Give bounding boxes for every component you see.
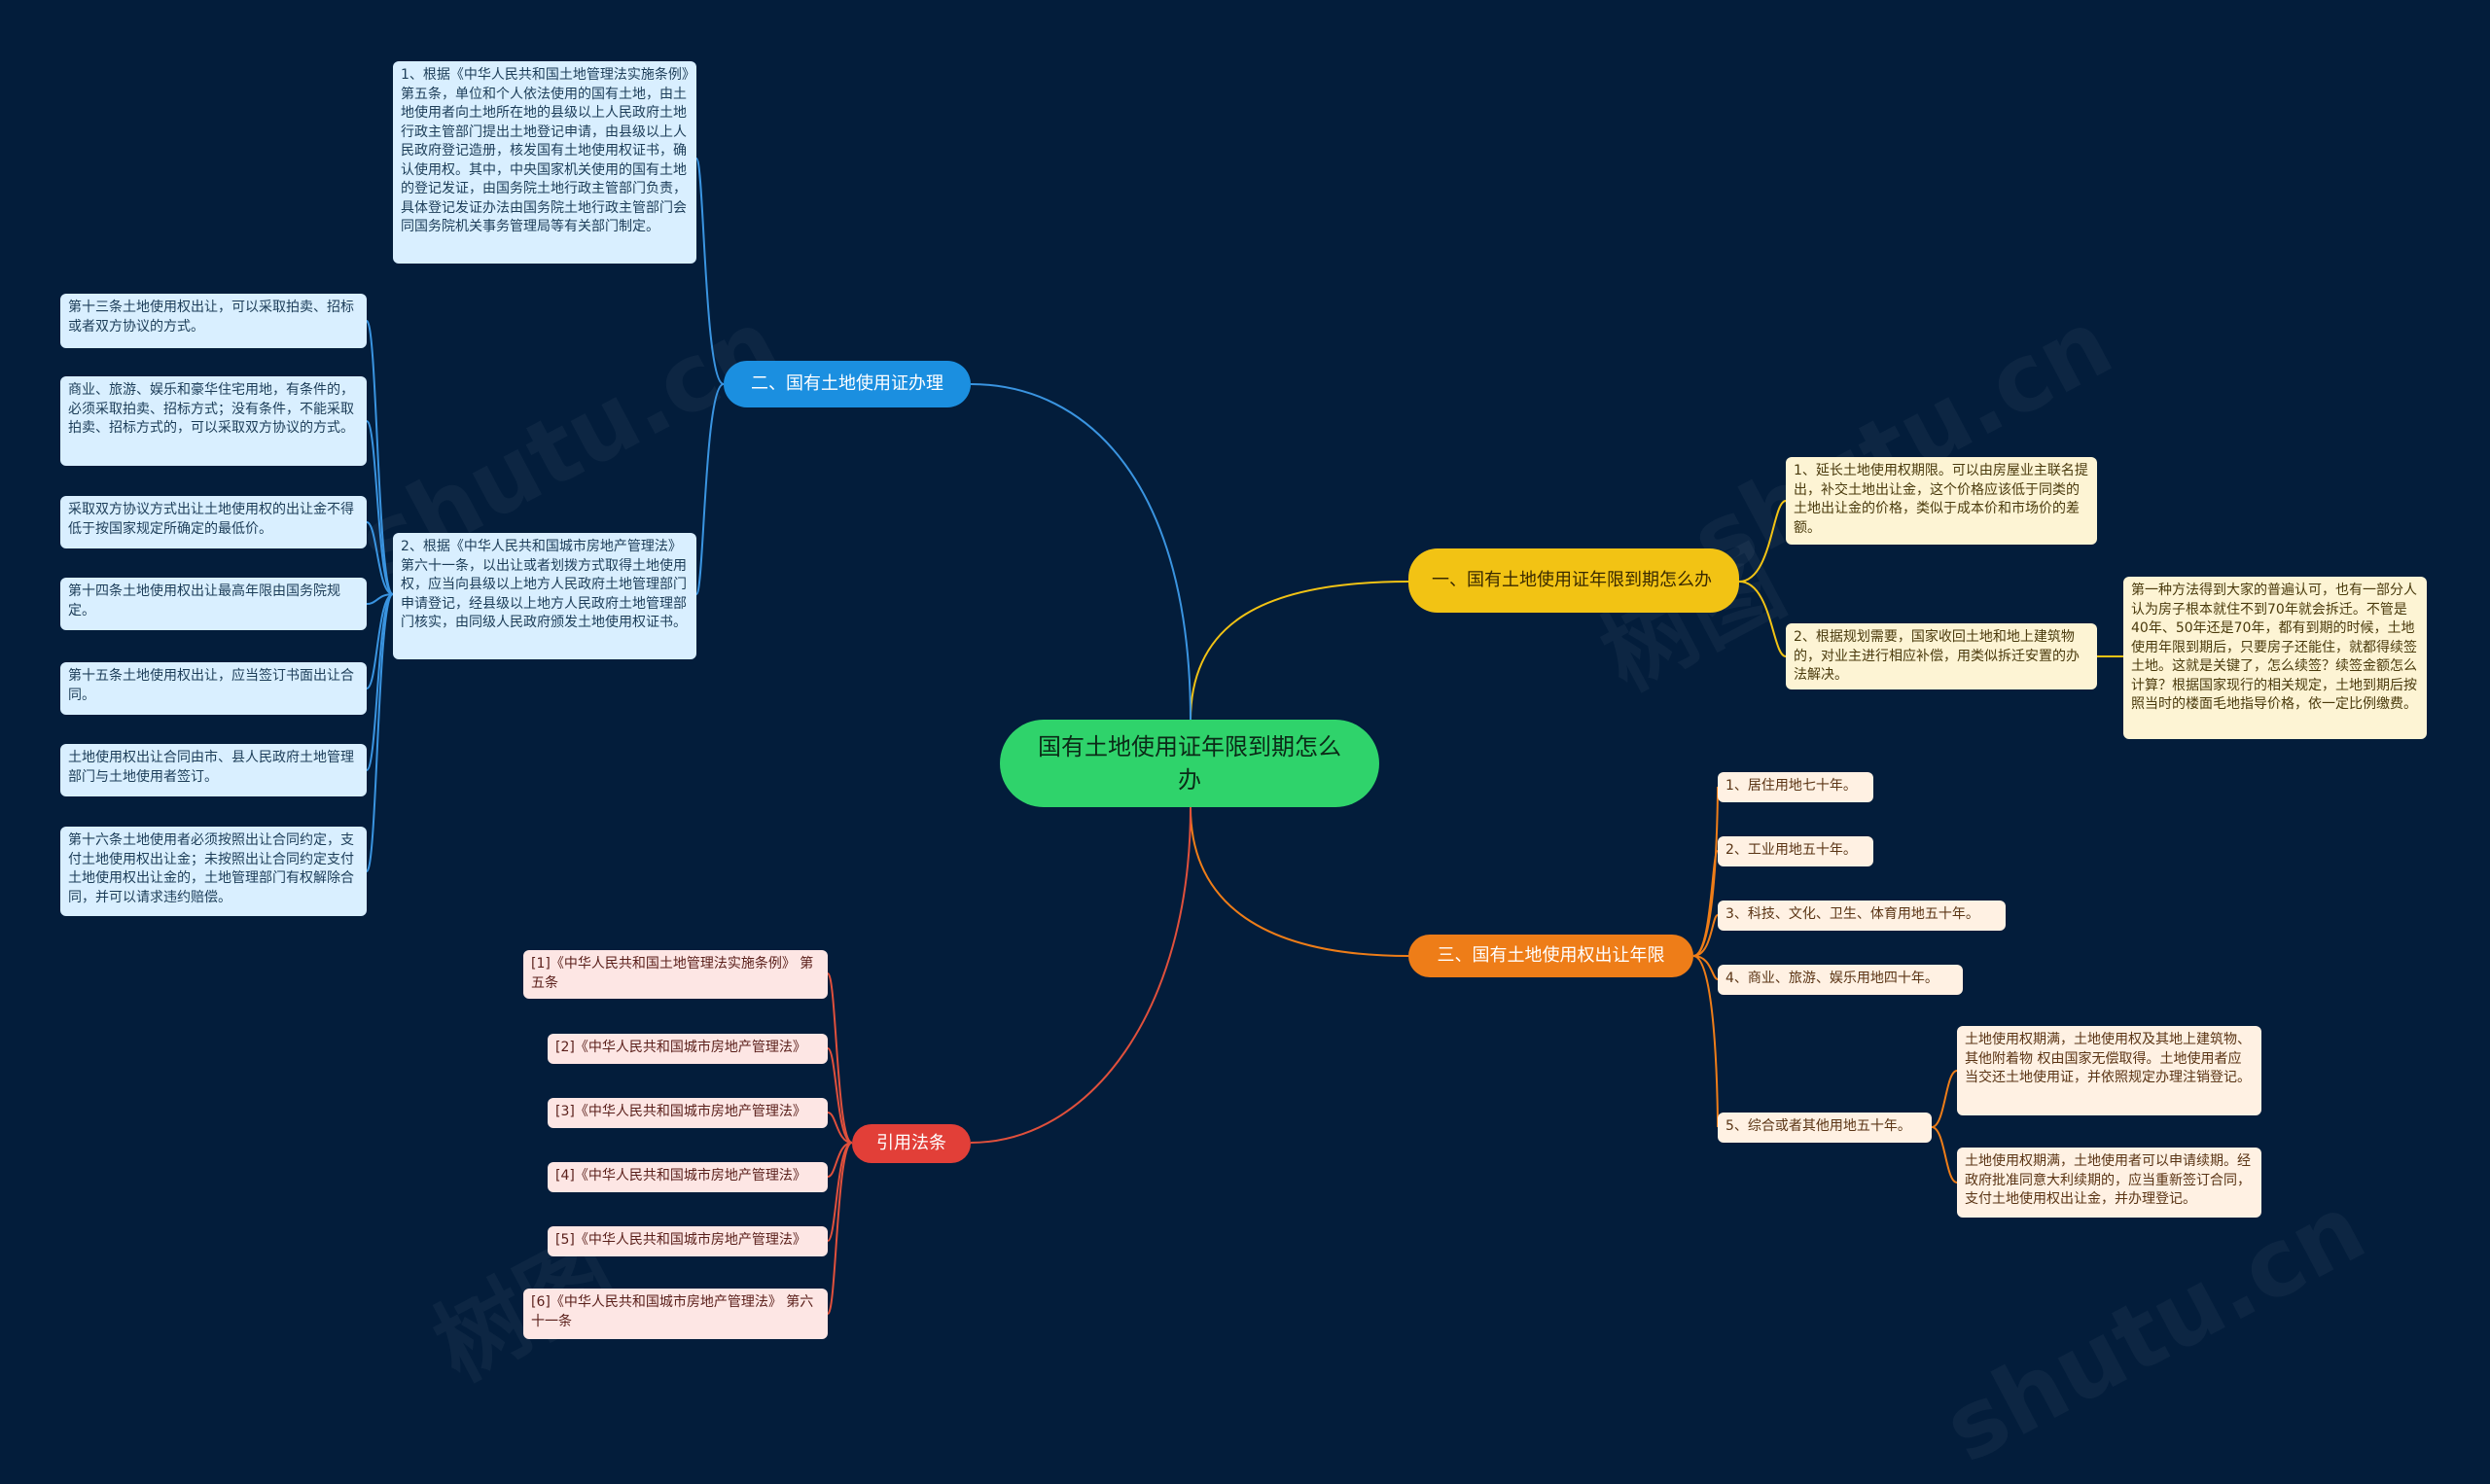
connector-b4	[827, 1112, 853, 1144]
connector-b3	[1692, 955, 1719, 1128]
list-item: 土地使用权出让合同由市、县人民政府土地管理部门与土地使用者签订。	[60, 744, 367, 796]
list-item: 1、居住用地七十年。	[1718, 772, 1873, 802]
connector-b2-sub	[366, 593, 394, 689]
branch-term[interactable]: 三、国有土地使用权出让年限	[1408, 935, 1693, 977]
list-item: 第十五条土地使用权出让，应当签订书面出让合同。	[60, 662, 367, 715]
connector-b3-sub	[1931, 1070, 1958, 1128]
branch-citations[interactable]: 引用法条	[852, 1124, 971, 1163]
connector-b3	[1692, 914, 1719, 957]
list-item: 第十三条土地使用权出让，可以采取拍卖、招标或者双方协议的方式。	[60, 294, 367, 348]
connector-b4	[827, 1142, 853, 1315]
connector-root-b2	[970, 383, 1192, 722]
connector-b3	[1692, 850, 1719, 957]
root-topic[interactable]: 国有土地使用证年限到期怎么办	[1000, 720, 1379, 807]
connector-b2-sub	[366, 593, 394, 605]
list-item: 5、综合或者其他用地五十年。	[1718, 1113, 1932, 1143]
note-item: 第一种方法得到大家的普遍认可，也有一部分人认为房子根本就住不到70年就会拆迁。不…	[2123, 577, 2427, 739]
branch-expiry[interactable]: 一、国有土地使用证年限到期怎么办	[1408, 548, 1739, 613]
list-item: 2、工业用地五十年。	[1718, 836, 1873, 866]
connector-b2	[695, 383, 725, 595]
connector-b2-sub	[366, 320, 394, 595]
branch-certificate[interactable]: 二、国有土地使用证办理	[724, 361, 971, 407]
connector-b4	[827, 1047, 853, 1144]
list-item: 采取双方协议方式出让土地使用权的出让金不得低于按国家规定所确定的最低价。	[60, 496, 367, 548]
connector-root-b1	[1190, 581, 1409, 722]
list-item: 第十四条土地使用权出让最高年限由国务院规定。	[60, 578, 367, 630]
connector-b2-sub	[366, 593, 394, 771]
connector-b1	[1738, 581, 1787, 657]
list-item: 4、商业、旅游、娱乐用地四十年。	[1718, 965, 1963, 995]
list-item[interactable]: [6]《中华人民共和国城市房地产管理法》 第六十一条	[523, 1289, 828, 1339]
connector-root-b4	[970, 806, 1192, 1144]
connector-b2	[695, 158, 725, 385]
list-item: 2、根据《中华人民共和国城市房地产管理法》第六十一条，以出让或者划拨方式取得土地…	[393, 533, 696, 659]
list-item[interactable]: [1]《中华人民共和国土地管理法实施条例》 第五条	[523, 950, 828, 999]
connector-b4	[827, 972, 853, 1144]
connector-root-b3	[1190, 806, 1409, 957]
list-item[interactable]: [5]《中华人民共和国城市房地产管理法》	[548, 1226, 828, 1256]
list-item: 2、根据规划需要，国家收回土地和地上建筑物的，对业主进行相应补偿，用类似拆迁安置…	[1786, 623, 2097, 689]
list-item: 商业、旅游、娱乐和豪华住宅用地，有条件的，必须采取拍卖、招标方式；没有条件，不能…	[60, 376, 367, 466]
list-item: 1、根据《中华人民共和国土地管理法实施条例》第五条，单位和个人依法使用的国有土地…	[393, 61, 696, 264]
connector-b2-sub	[366, 521, 394, 595]
list-item[interactable]: [3]《中华人民共和国城市房地产管理法》	[548, 1098, 828, 1128]
list-item: 第十六条土地使用者必须按照出让合同约定，支付土地使用权出让金；未按照出让合同约定…	[60, 827, 367, 916]
connector-b1	[1738, 500, 1787, 583]
list-item[interactable]: [2]《中华人民共和国城市房地产管理法》	[548, 1034, 828, 1064]
mindmap-connectors	[366, 158, 2123, 1315]
connector-b2-sub	[366, 420, 394, 595]
list-item: 1、延长土地使用权期限。可以由房屋业主联名提出，补交土地出让金，这个价格应该低于…	[1786, 457, 2097, 545]
connector-b2-sub	[366, 593, 394, 872]
list-item: 土地使用权期满，土地使用权及其地上建筑物、其他附着物 权由国家无偿取得。土地使用…	[1957, 1026, 2261, 1115]
list-item[interactable]: [4]《中华人民共和国城市房地产管理法》	[548, 1162, 828, 1192]
list-item: 土地使用权期满，土地使用者可以申请续期。经政府批准同意大利续期的，应当重新签订合…	[1957, 1148, 2261, 1218]
list-item: 3、科技、文化、卫生、体育用地五十年。	[1718, 901, 2006, 931]
connector-b3-sub	[1931, 1126, 1958, 1184]
